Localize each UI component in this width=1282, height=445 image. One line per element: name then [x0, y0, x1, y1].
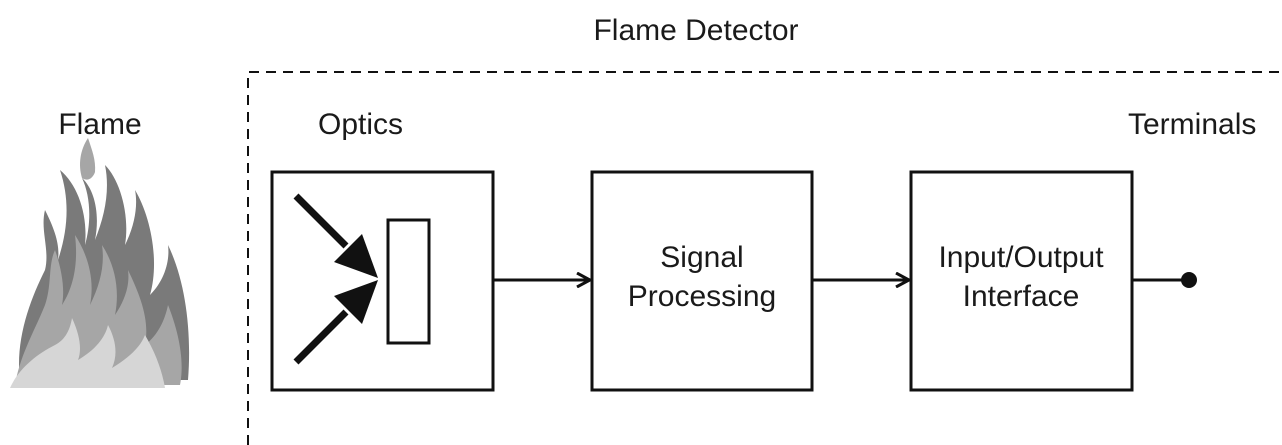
- signal-processing-label-line1: Signal: [660, 241, 743, 274]
- terminals-label: Terminals: [1128, 108, 1256, 141]
- io-interface-block: [909, 170, 1134, 392]
- signal-processing-block: [590, 170, 814, 392]
- optics-sensor-icon: [293, 193, 431, 365]
- signal-processing-label-line2: Processing: [628, 280, 776, 313]
- terminal-dot-icon: [1181, 272, 1197, 288]
- flame-label: Flame: [58, 108, 141, 141]
- detector-boundary: [247, 71, 1282, 445]
- diagram-title: Flame Detector: [593, 14, 798, 47]
- io-interface-label-line1: Input/Output: [938, 241, 1104, 274]
- optics-label: Optics: [318, 108, 403, 141]
- flame-icon: [10, 138, 190, 388]
- io-interface-label-line2: Interface: [963, 280, 1080, 313]
